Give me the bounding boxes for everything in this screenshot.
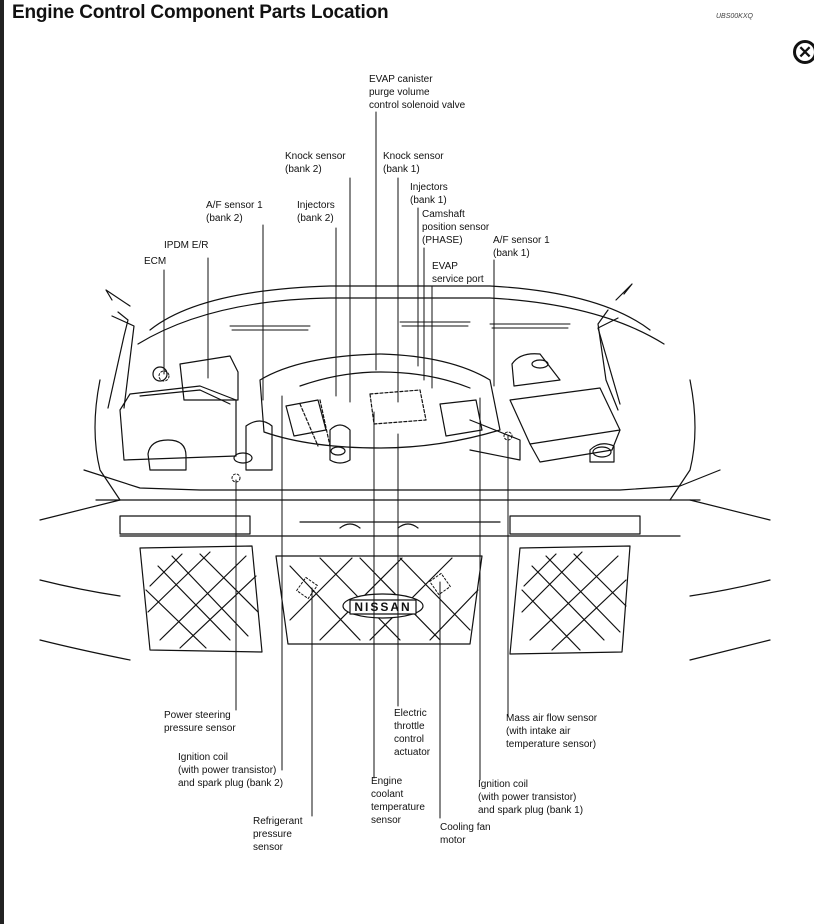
close-glyph: ✕: [797, 42, 813, 62]
label-refrigerant-sensor: Refrigerant pressure sensor: [253, 816, 303, 853]
label-evap-service-port: EVAP service port: [432, 261, 484, 285]
label-injectors-bank2: Injectors (bank 2): [297, 200, 335, 224]
label-ipdm: IPDM E/R: [164, 240, 209, 251]
document-code: UBS00KXQ: [716, 13, 753, 20]
label-af-sensor-bank2: A/F sensor 1 (bank 2): [206, 200, 263, 224]
label-cooling-fan-motor: Cooling fan motor: [440, 822, 491, 846]
close-icon[interactable]: ✕: [793, 40, 814, 64]
right-bay: [509, 353, 621, 463]
label-injectors-bank1: Injectors (bank 1): [410, 182, 448, 206]
label-engine-coolant-sensor: Engine coolant temperature sensor: [371, 776, 425, 826]
engine-block: [259, 353, 521, 464]
label-ignition-coil-bank2: Ignition coil (with power transistor) an…: [178, 752, 284, 789]
label-evap-canister: EVAP canister purge volume control solen…: [369, 74, 466, 111]
sensor-markers: [158, 370, 513, 600]
leader-lines: [163, 111, 509, 819]
label-af-sensor-bank1: A/F sensor 1 (bank 1): [493, 235, 550, 259]
grille: [139, 545, 631, 655]
label-knock-sensor-bank2: Knock sensor (bank 2): [285, 151, 346, 175]
grille-badge-text: NISSAN: [354, 600, 411, 614]
headlamps: [119, 515, 641, 535]
page-left-border: [0, 0, 4, 924]
label-electric-throttle: Electric throttle control actuator: [394, 708, 431, 758]
page-title: Engine Control Component Parts Location: [12, 2, 389, 23]
cowl-vents: [229, 321, 571, 331]
label-mass-air-flow-sensor: Mass air flow sensor (with intake air te…: [506, 713, 598, 750]
label-ignition-coil-bank1: Ignition coil (with power transistor) an…: [478, 779, 584, 816]
label-knock-sensor-bank1: Knock sensor (bank 1): [383, 151, 444, 175]
label-camshaft-sensor: Camshaft position sensor (PHASE): [422, 209, 490, 246]
label-ecm: ECM: [144, 256, 167, 267]
battery-area: [119, 355, 273, 471]
label-power-steering-sensor: Power steering pressure sensor: [164, 710, 236, 734]
